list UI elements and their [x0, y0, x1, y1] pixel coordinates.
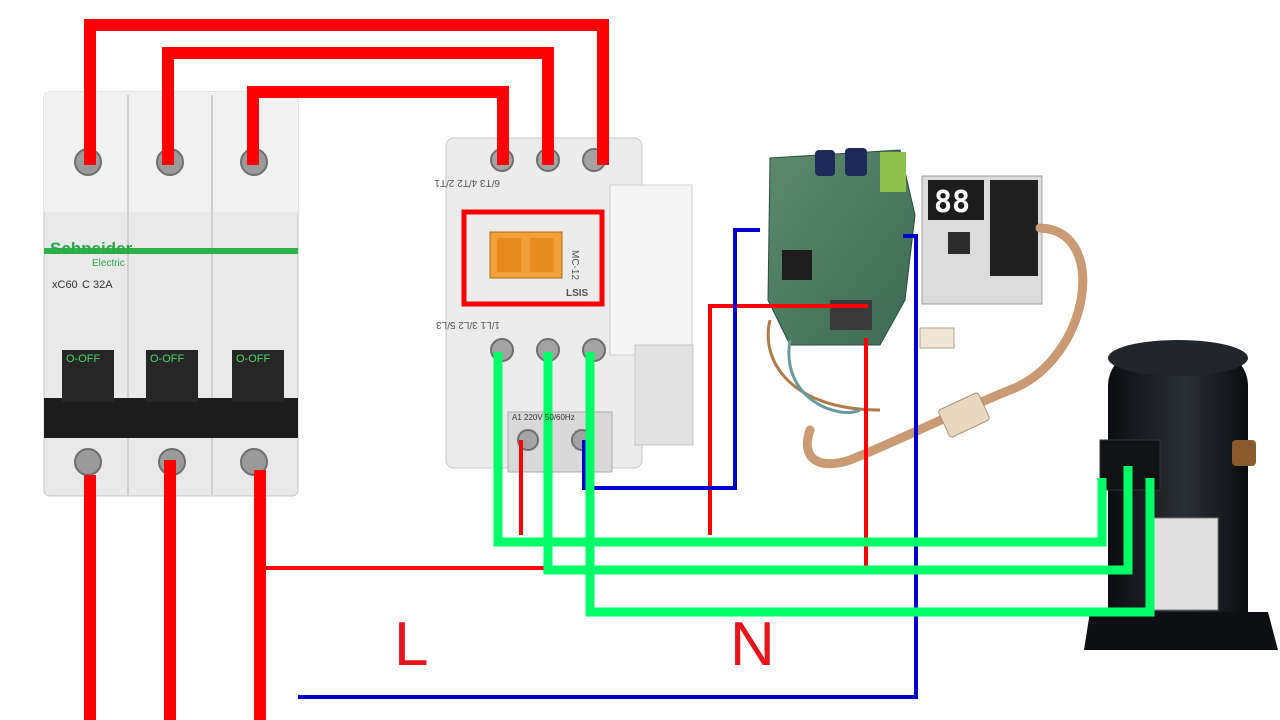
compressor [1084, 340, 1278, 650]
breaker-brand-sub: Electric [92, 258, 125, 269]
line-wire-2 [162, 47, 554, 165]
motor-wires [493, 352, 1155, 617]
breaker-brand: Schneider [50, 239, 133, 258]
contactor-top-terminal-text: 6/T3 4/T2 2/T1 [434, 177, 500, 188]
display-board [921, 175, 1043, 305]
contactor-actuator[interactable] [489, 231, 563, 279]
breaker-handles[interactable] [62, 350, 284, 402]
pole-label-3: O-OFF [236, 353, 270, 365]
pole-label-2: O-OFF [150, 353, 184, 365]
contactor-brand: LSIS [566, 288, 589, 299]
coil-label: A1 220V 50/60Hz [512, 413, 575, 422]
breaker-rating: C 32A [82, 279, 113, 291]
contactor-model: MC-12 [569, 250, 580, 280]
line-wire-1 [84, 19, 609, 165]
coil-neutral-wire [582, 228, 760, 490]
motor-wire-2 [543, 352, 1133, 575]
motor-wire-1 [493, 352, 1107, 547]
pcb-line-wire [708, 304, 868, 535]
line-wire-3 [247, 86, 509, 165]
actuator-highlight-box [461, 209, 605, 307]
cable-connector [938, 392, 990, 438]
motor-wire-3 [585, 352, 1155, 617]
contactor-bottom-terminal-text: 1/L1 3/L2 5/L3 [436, 319, 500, 330]
neutral-main-wire [298, 234, 918, 699]
line-label: L [394, 610, 429, 679]
display-digits: 88 [934, 185, 970, 220]
neutral-wires [298, 228, 918, 699]
line-wires [84, 19, 609, 720]
breaker-model: xC60 [52, 279, 78, 291]
neutral-label: N [730, 610, 775, 679]
pole-label-1: O-OFF [66, 353, 100, 365]
